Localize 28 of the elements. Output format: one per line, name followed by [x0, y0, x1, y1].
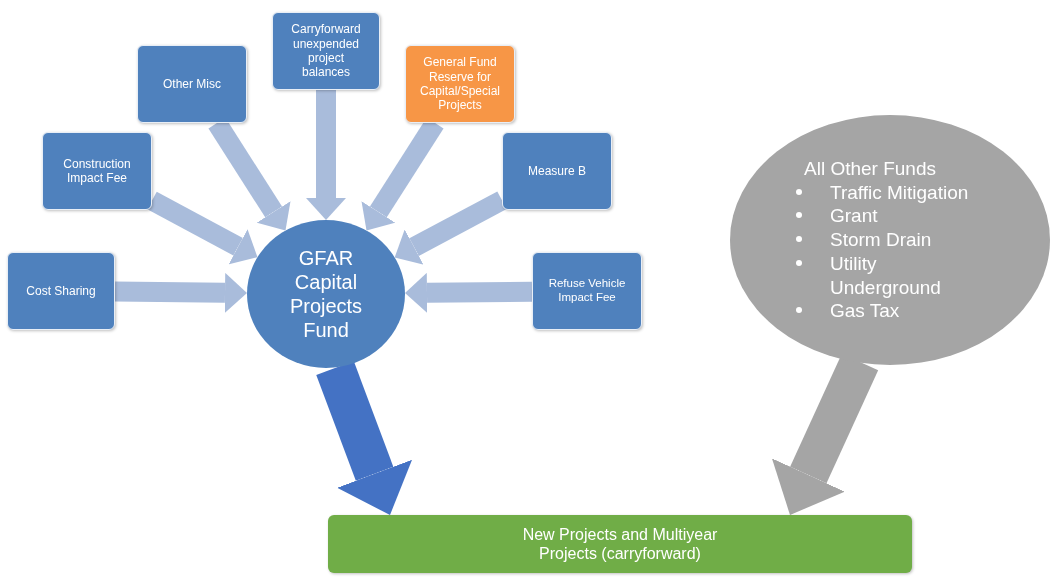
result-bar	[328, 515, 912, 573]
fund-box	[502, 132, 612, 210]
fund-box	[137, 45, 247, 123]
node-label: Construction Impact Fee	[62, 156, 132, 186]
node-label: Measure B	[528, 163, 586, 179]
node-label: Refuse Vehicle Impact Fee	[547, 277, 627, 305]
list-item: Traffic Mitigation	[830, 180, 970, 205]
node-label: New Projects and Multiyear Projects (carryforward)	[521, 524, 719, 564]
heading: All Other Funds	[804, 156, 936, 181]
fund-box	[405, 45, 515, 123]
node-label: Other Misc	[163, 76, 221, 92]
block-arrow	[114, 272, 247, 313]
list-item: Storm Drain	[830, 228, 933, 252]
list-item: Utility Underground	[830, 251, 942, 300]
fund-box	[42, 132, 152, 210]
fund-box	[272, 12, 380, 90]
list-item: Grant	[830, 204, 879, 229]
block-arrow	[405, 272, 533, 313]
node-label: Carryforward unexpended project balances	[290, 22, 362, 80]
block-arrow	[306, 90, 346, 220]
fund-box	[7, 252, 115, 330]
node-label: GFAR Capital Projects Fund	[288, 246, 364, 342]
fund-box	[532, 252, 642, 330]
block-arrow	[394, 191, 507, 265]
node-label: General Fund Reserve for Capital/Special Projects	[418, 55, 501, 113]
block-arrow	[147, 191, 258, 265]
node-label: Cost Sharing	[26, 283, 96, 299]
list-item: Gas Tax	[830, 299, 901, 324]
